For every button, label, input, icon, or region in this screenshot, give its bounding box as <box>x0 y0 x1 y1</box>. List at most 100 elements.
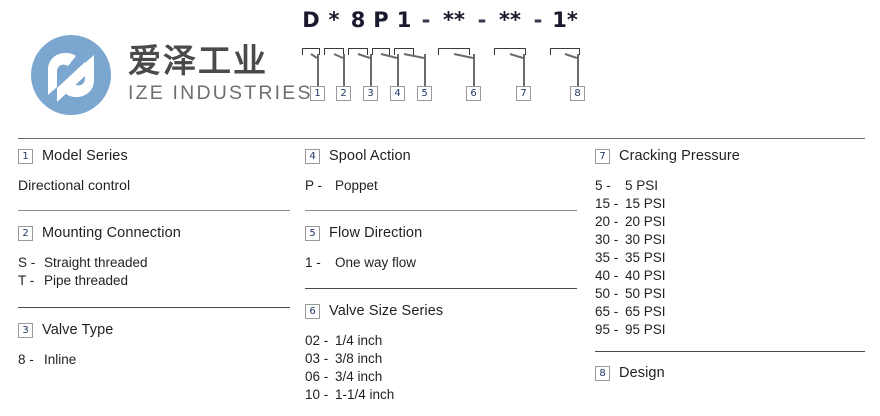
callout-leader-line <box>577 54 579 86</box>
option-row: 06 - 3/4 inch <box>305 368 577 386</box>
option-code: 02 - <box>305 333 329 348</box>
option-row: 95 -95 PSI <box>595 321 867 339</box>
callout-bracket-icon <box>394 48 414 55</box>
section-number-chip-5: 5 <box>305 225 320 241</box>
option-code: 06 - <box>305 368 329 384</box>
section-number-chip-7: 7 <box>595 148 610 164</box>
callout-bracket-icon <box>550 48 580 55</box>
callout-leader-line <box>397 54 399 86</box>
callout-number-chip-3: 3 <box>363 86 378 101</box>
option-row: 50 - 50 PSI <box>595 285 867 303</box>
section-title: Valve Size Series <box>329 303 444 319</box>
part-number-segment-8: 1* <box>552 8 578 32</box>
option-code: 10 - <box>305 386 329 402</box>
callout-leader-line <box>424 54 426 86</box>
option-label: 50 PSI <box>625 285 666 301</box>
option-code: 50 - <box>595 285 619 301</box>
option-code: P - <box>305 178 323 193</box>
callout-leader-line <box>343 54 345 86</box>
section-number-chip-8: 8 <box>595 365 610 381</box>
section-header: 7 Cracking Pressure <box>595 146 867 166</box>
option-label: 3/4 inch <box>335 368 383 384</box>
legend-section-2: 2 Mounting Connection S - Straight threaded… <box>18 223 290 290</box>
option-label: One way flow <box>335 255 417 270</box>
option-code: S - <box>18 255 36 270</box>
option-code: 30 - <box>595 231 619 247</box>
option-label: 5 PSI <box>625 178 659 193</box>
callout-number-chip-5: 5 <box>417 86 432 101</box>
section-description: Directional control <box>18 177 131 193</box>
option-label: Straight threaded <box>44 255 148 270</box>
section-divider <box>18 307 290 308</box>
brand-text: 爱泽工业 IZE INDUSTRIES <box>128 40 313 108</box>
callout-number-chip-6: 6 <box>466 86 481 101</box>
section-number-chip-2: 2 <box>18 225 33 241</box>
section-title: Cracking Pressure <box>619 148 740 164</box>
option-label: 65 PSI <box>625 303 666 319</box>
option-row: 35 -35 PSI <box>595 249 867 267</box>
callout-bracket-icon <box>438 48 470 55</box>
brand-name-en: IZE INDUSTRIES <box>128 82 313 105</box>
brand-name-cn: 爱泽工业 <box>128 40 268 80</box>
option-label: 40 PSI <box>625 267 666 283</box>
option-label: 1/4 inch <box>335 333 383 348</box>
option-label: 3/8 inch <box>335 350 383 366</box>
option-label: Poppet <box>335 178 378 193</box>
part-number-segment-4: P <box>373 8 389 32</box>
option-code: T - <box>18 272 35 288</box>
callout-number-chip-2: 2 <box>336 86 351 101</box>
option-row: P - Poppet <box>305 177 577 195</box>
callout-number-chip-7: 7 <box>516 86 531 101</box>
option-code: 65 - <box>595 303 619 319</box>
option-code: 95 - <box>595 321 619 337</box>
option-label: 1-1/4 inch <box>335 386 395 402</box>
section-title: Spool Action <box>329 148 411 164</box>
option-code: 15 - <box>595 195 619 211</box>
ize-circle-logo-icon <box>28 32 114 118</box>
callout-leader-line <box>473 54 475 86</box>
brand-logo-block: 爱泽工业 IZE INDUSTRIES <box>28 32 313 118</box>
option-row: 15 - 15 PSI <box>595 195 867 213</box>
header-divider <box>18 138 865 139</box>
section-number-chip-4: 4 <box>305 148 320 164</box>
part-number-segment-3: 8 <box>350 8 366 32</box>
option-row: 1 - One way flow <box>305 254 577 272</box>
callout-number-chip-8: 8 <box>570 86 585 101</box>
option-label: Inline <box>44 352 77 367</box>
option-code: 8 - <box>18 352 34 367</box>
part-number-segment-2: * <box>328 8 340 32</box>
callout-bracket-icon <box>324 48 344 55</box>
legend-section-5: 5 Flow Direction 1 - One way flow <box>305 223 577 272</box>
part-number-separator: - <box>477 8 487 32</box>
option-code: 1 - <box>305 255 321 270</box>
option-label: 30 PSI <box>625 231 666 247</box>
option-row: T -Pipe threaded <box>18 272 290 290</box>
callout-leader-line <box>317 54 319 86</box>
section-header: 2 Mounting Connection <box>18 223 290 243</box>
section-title: Flow Direction <box>329 225 423 241</box>
part-number-segment-5: 1 <box>396 8 412 32</box>
section-header: 4 Spool Action <box>305 146 577 166</box>
section-title: Mounting Connection <box>42 225 181 241</box>
legend-section-4: 4 Spool Action P - Poppet <box>305 146 577 195</box>
callout-bracket-icon <box>302 48 320 55</box>
option-row: 10 - 1-1/4 inch <box>305 386 577 404</box>
option-label: 20 PSI <box>625 213 666 229</box>
option-list: 8 - Inline <box>18 351 290 369</box>
option-label: 15 PSI <box>625 195 666 211</box>
option-row: 30 - 30 PSI <box>595 231 867 249</box>
section-header: 5 Flow Direction <box>305 223 577 243</box>
section-title: Valve Type <box>42 322 114 338</box>
option-list: P - Poppet <box>305 177 577 195</box>
callout-number-chip-1: 1 <box>310 86 325 101</box>
